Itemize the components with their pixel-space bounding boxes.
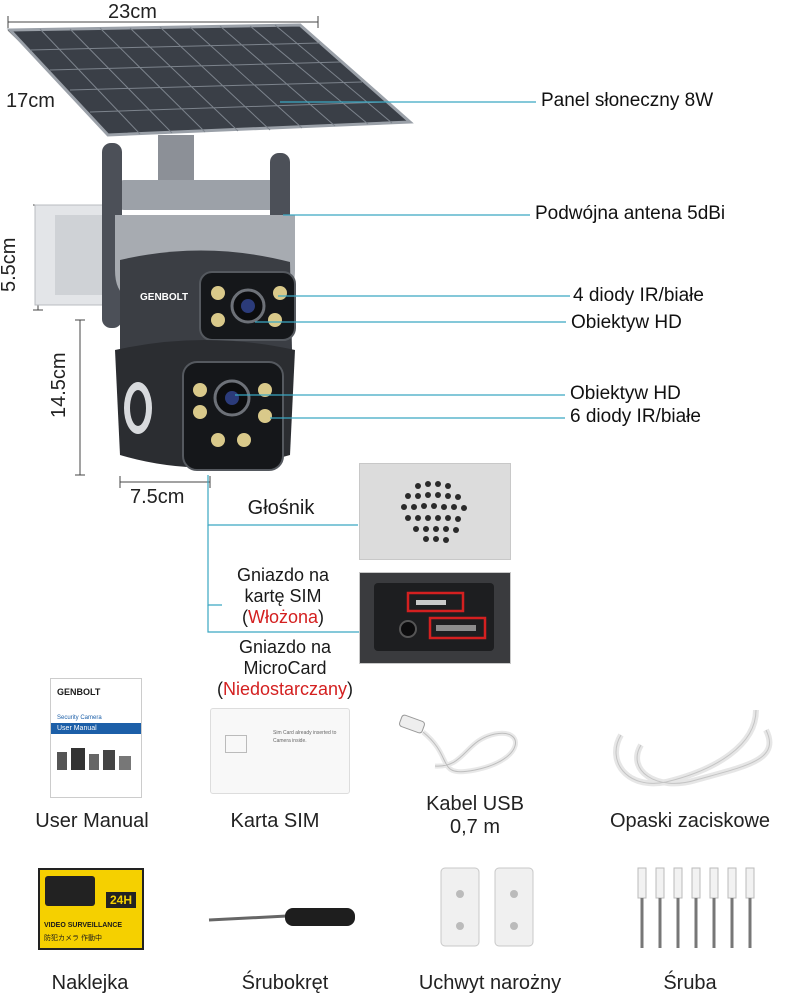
sim-slot-highlight xyxy=(406,591,465,613)
wall-bracket xyxy=(34,204,106,306)
callout-solar-panel: Panel słoneczny 8W xyxy=(541,90,714,111)
manual-brand: GENBOLT xyxy=(57,687,101,697)
camera-pictogram-icon xyxy=(45,876,95,906)
label-sim-line2: kartę SIM xyxy=(244,586,322,606)
callout-leds-bottom: 6 diody IR/białe xyxy=(570,406,701,427)
upper-led-1 xyxy=(211,286,225,300)
upper-led-2 xyxy=(273,286,287,300)
microcard-slot-highlight xyxy=(428,616,487,640)
screwdriver xyxy=(208,908,355,926)
label-sim-card: Karta SIM xyxy=(230,810,320,832)
surveillance-sticker: 24H VIDEO SURVEILLANCE 防犯カメラ 作動中 xyxy=(38,868,144,950)
sim-card: Sim Card already inserted to Camera insi… xyxy=(210,708,350,794)
label-corner-bracket: Uchwyt narożny xyxy=(418,972,562,994)
manual-cover: GENBOLT Security Camera User Manual xyxy=(50,678,142,798)
label-microcard-slot: Gniazdo na MicroCard (Niedostarczany) xyxy=(190,637,380,700)
label-usb-cable: Kabel USB 0,7 m xyxy=(400,793,550,839)
card-slots-photo xyxy=(359,572,511,664)
callout-lens-top: Obiektyw HD xyxy=(571,312,682,333)
sticker-badge: 24H xyxy=(105,892,136,908)
speaker-grille xyxy=(401,481,467,543)
manual-title: User Manual xyxy=(51,723,141,734)
label-micro-line1: Gniazdo na xyxy=(238,637,332,657)
body-logo: GENBOLT xyxy=(140,292,188,303)
callout-lens-bottom: Obiektyw HD xyxy=(570,383,681,404)
dimension-width: 23cm xyxy=(108,1,157,23)
label-cable-ties: Opaski zaciskowe xyxy=(609,810,771,832)
label-sticker: Naklejka xyxy=(51,972,129,994)
label-user-manual: User Manual xyxy=(35,810,149,832)
label-sim-line1: Gniazdo na xyxy=(236,565,330,585)
corner-brackets xyxy=(440,867,534,947)
sim-chip-outline xyxy=(225,735,247,753)
label-sim-slot: Gniazdo na kartę SIM (Włożona) xyxy=(208,565,358,628)
callout-antenna: Podwójna antena 5dBi xyxy=(535,203,726,224)
label-speaker: Głośnik xyxy=(247,497,315,519)
label-screwdriver: Śrubokręt xyxy=(241,972,329,994)
manual-product-images xyxy=(57,748,131,770)
callout-leds-top: 4 diody IR/białe xyxy=(573,285,704,306)
camera-illustration: GENBOLT xyxy=(6,16,570,633)
label-usb-line2: 0,7 m xyxy=(449,816,501,838)
usb-cable xyxy=(399,714,518,775)
dimension-body-width: 7.5cm xyxy=(130,486,185,508)
label-usb-line1: Kabel USB xyxy=(426,793,524,815)
label-micro-line2: MicroCard xyxy=(243,658,327,678)
label-screw: Śruba xyxy=(663,972,717,994)
label-micro-status: Niedostarczany xyxy=(222,679,348,699)
manual-subtitle: Security Camera xyxy=(57,715,102,721)
sim-card-note: Sim Card already inserted to Camera insi… xyxy=(273,730,337,744)
solar-panel xyxy=(6,23,414,137)
speaker-photo xyxy=(359,463,511,560)
label-sim-status-row: (Włożona) xyxy=(241,607,325,627)
callout-lines xyxy=(207,101,570,633)
cable-ties xyxy=(613,709,773,787)
card-slots xyxy=(374,583,494,651)
upper-led-3 xyxy=(211,313,225,327)
label-sim-status: Włożona xyxy=(247,607,319,627)
dimension-depth: 17cm xyxy=(6,90,55,112)
upper-led-4 xyxy=(268,313,282,327)
sticker-line2: 防犯カメラ 作動中 xyxy=(44,935,102,942)
screws-and-anchors xyxy=(637,867,755,948)
label-micro-status-row: (Niedostarczany) xyxy=(216,679,354,699)
sticker-line1: VIDEO SURVEILLANCE xyxy=(44,922,123,929)
